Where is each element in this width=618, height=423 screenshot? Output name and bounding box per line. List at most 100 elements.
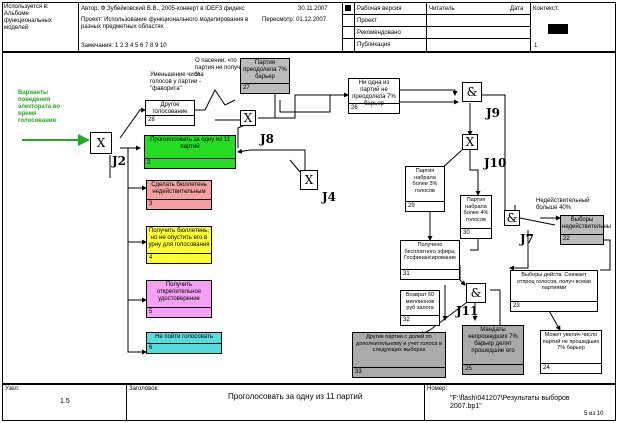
xor-junction[interactable]: X <box>462 134 478 150</box>
diagram-frame <box>2 52 616 384</box>
unit-box[interactable]: Партия набрала более 4% голосов 30 <box>460 195 492 239</box>
and-junction[interactable]: & <box>462 82 482 102</box>
unit-number: 4 <box>149 255 153 261</box>
header-divider <box>342 14 530 15</box>
footer-frame <box>2 384 616 421</box>
unit-footer: 33 <box>353 367 445 377</box>
header-divider <box>530 2 531 52</box>
unit-box[interactable]: Партия набрала более 3% голосов 29 <box>405 166 445 212</box>
junction-label: J10 <box>484 156 507 170</box>
unit-label: Не пойти голосовать <box>155 334 213 340</box>
title-label: Заголовок: <box>129 386 159 392</box>
page-indicator: 5 из 10 <box>584 411 604 417</box>
unit-label: Возврат 60 миллионов руб залога <box>405 292 435 311</box>
unit-number: 6 <box>149 345 153 351</box>
unit-number: 23 <box>513 303 520 309</box>
unit-label: Партия набрала более 3% голосов <box>412 168 438 194</box>
junction-label: J8 <box>260 132 275 146</box>
unit-label: Партия преодолела 7% барьер <box>243 60 287 80</box>
unit-footer: 22 <box>561 234 603 244</box>
unit-label: Другие партии с долей по дополнительному… <box>356 334 442 353</box>
unit-footer: 29 <box>406 201 444 211</box>
unit-box[interactable]: Получено бесплатного эфира, Госфинансиро… <box>400 240 460 280</box>
number-label: Номер: <box>427 386 448 392</box>
working-version: Рабочая версия <box>357 6 402 12</box>
unit-box[interactable]: Получить открепительное удостоверение 5 <box>146 280 212 318</box>
note-reduce: Уменьшение числа голосов у партии - "фав… <box>150 72 204 92</box>
unit-number: 30 <box>463 230 470 236</box>
unit-number: 22 <box>563 236 570 242</box>
and-junction[interactable]: & <box>466 283 486 303</box>
xor-junction[interactable]: X <box>90 132 112 154</box>
file-number: "F:\flash\041207\Результаты выборов 2007… <box>450 395 570 410</box>
unit-box[interactable]: Партия преодолела 7% барьер 27 <box>240 58 290 94</box>
unit-number: 2 <box>147 160 151 166</box>
unit-label: Другое голосование <box>152 102 188 115</box>
unit-number: 28 <box>148 117 155 123</box>
xor-junction[interactable]: X <box>300 170 318 190</box>
unit-label: Сделать бюллетень недействительным <box>151 182 207 195</box>
and-junction[interactable]: & <box>504 210 520 226</box>
unit-box[interactable]: Не пойти голосовать 6 <box>146 332 222 354</box>
context-thumbnail <box>548 24 568 34</box>
unit-box[interactable]: Выборы действ. Снижает отпроц голосов, п… <box>510 270 598 312</box>
publication-status: Публикация <box>357 42 391 48</box>
unit-box[interactable]: Выборы недействительны 22 <box>560 215 612 245</box>
unit-number: 25 <box>465 366 472 372</box>
header-divider <box>78 2 79 52</box>
unit-box[interactable]: Другие партии с долей по дополнительному… <box>352 332 446 378</box>
unit-footer: 31 <box>401 269 459 279</box>
unit-box[interactable]: Другое голосование 28 <box>145 100 195 126</box>
unit-label: Может увелич число партий не прошедших 7… <box>542 332 600 351</box>
unit-box[interactable]: Получить бюллетень, но не опустить его в… <box>146 226 212 264</box>
note-invalid: Недействительный больше 40% <box>536 198 590 211</box>
header-divider <box>426 2 427 52</box>
unit-box[interactable]: Сделать бюллетень недействительным 3 <box>146 180 212 210</box>
unit-number: 3 <box>149 201 153 207</box>
unit-label: Ни одна из партий не преодолела 7% барье… <box>352 80 396 107</box>
unit-number: 33 <box>355 369 362 375</box>
revised-date: Пересмотр: 01.12.2007 <box>262 17 327 23</box>
header-divider <box>354 2 355 52</box>
xor-junction[interactable]: X <box>240 110 256 126</box>
unit-footer: 5 <box>147 307 211 317</box>
unit-box[interactable]: Возврат 60 миллионов руб залога 32 <box>400 290 440 326</box>
unit-label: Выборы недействительны <box>562 217 612 230</box>
project-field: Проект: Использование функционального мо… <box>81 17 249 30</box>
header-divider <box>342 38 530 39</box>
unit-number: 27 <box>243 85 250 91</box>
unit-label: Партия набрала более 4% голосов <box>463 197 489 223</box>
unit-label: Проголосовать за одну из 11 партий <box>150 137 230 150</box>
header-divider <box>342 2 343 52</box>
draft-status: Проект <box>357 18 377 24</box>
date-column-label: Дата <box>510 6 524 12</box>
diagram-title: Проголосовать за одну из 11 партий <box>228 392 363 401</box>
footer-divider <box>424 384 425 421</box>
unit-box[interactable]: Может увелич число партий не прошедших 7… <box>540 330 602 374</box>
header-divider <box>342 26 530 27</box>
unit-box[interactable]: Мандаты непрошедших 7% барьер делят прош… <box>462 325 524 375</box>
junction-label: J2 <box>112 154 127 168</box>
unit-footer: 24 <box>541 363 601 373</box>
author-field: Автор: Ф.Зубейковский В.В., 2005-конверт… <box>81 6 245 12</box>
junction-label: J4 <box>322 190 337 204</box>
side-label: Варианты поведения электората во время г… <box>18 90 60 124</box>
unit-number: 5 <box>149 309 153 315</box>
unit-label: Получить бюллетень, но не опустить его в… <box>148 228 210 248</box>
unit-footer: 26 <box>349 103 399 113</box>
used-in-label: Используется в: <box>4 4 49 10</box>
unit-footer: 32 <box>401 315 439 325</box>
unit-box[interactable]: Проголосовать за одну из 11 партий 2 <box>144 135 236 169</box>
footer-divider <box>126 384 127 421</box>
unit-number: 26 <box>351 105 358 111</box>
author-date: 30.11.2007 <box>298 6 328 12</box>
header-frame <box>2 2 616 52</box>
used-in-value: Альбоме функциональных моделей <box>4 11 52 31</box>
unit-number: 24 <box>543 365 550 371</box>
unit-label: Получить открепительное удостоверение <box>156 282 202 302</box>
checkbox-marker <box>345 5 351 11</box>
unit-box[interactable]: Ни одна из партий не преодолела 7% барье… <box>348 78 400 114</box>
unit-label: Получено бесплатного эфира, Госфинансиро… <box>403 242 457 261</box>
unit-footer: 2 <box>145 158 235 168</box>
